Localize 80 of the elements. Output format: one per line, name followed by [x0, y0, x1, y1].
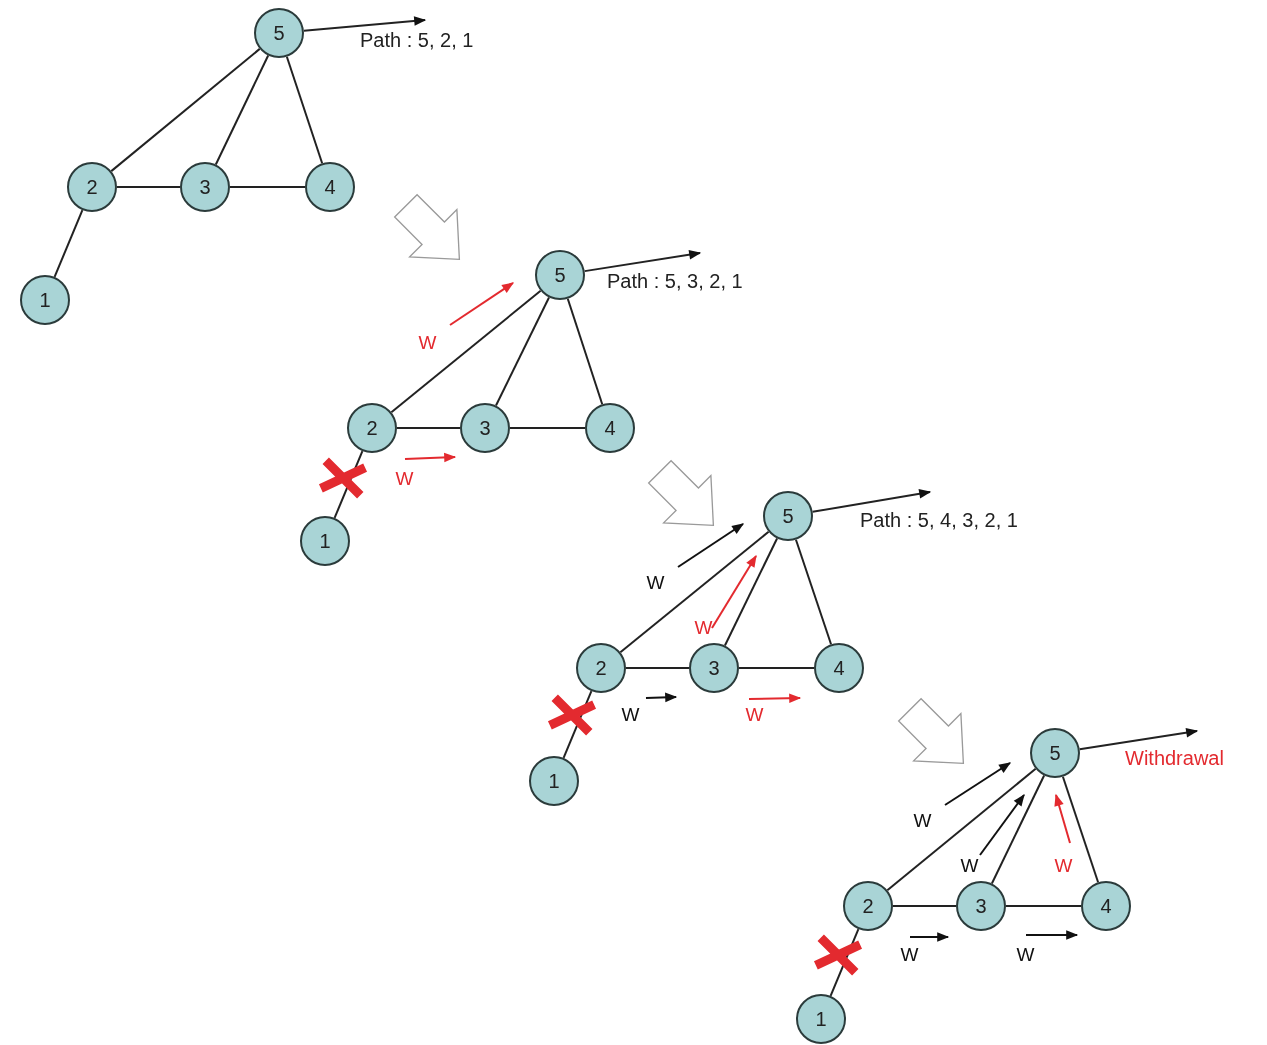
node-number: 1: [548, 769, 560, 793]
message-label: W: [900, 944, 918, 964]
link-line: [110, 47, 261, 173]
router-node: [535, 250, 585, 300]
router-node: [20, 275, 70, 325]
message-label: W: [745, 704, 763, 724]
node-number: 5: [782, 504, 794, 528]
router-node: [576, 643, 626, 693]
message-label: W: [646, 572, 664, 592]
router-node: [347, 403, 397, 453]
link-line: [53, 209, 84, 278]
router-node: [763, 491, 813, 541]
link-line: [794, 538, 833, 646]
node-number: 4: [604, 416, 616, 440]
node-number: 3: [199, 175, 211, 199]
message-label: W: [694, 617, 712, 637]
message-label: W: [1054, 855, 1072, 875]
link-line: [396, 427, 461, 429]
edge-label: Path : 5, 2, 1: [360, 30, 474, 50]
node-number: 4: [324, 175, 336, 199]
message-label: W: [621, 704, 639, 724]
link-line: [214, 54, 270, 166]
link-line: [625, 667, 690, 669]
node-number: 5: [273, 21, 285, 45]
edge-label: Path : 5, 3, 2, 1: [607, 271, 743, 291]
link-line: [229, 186, 306, 188]
message-label: W: [418, 332, 436, 352]
link-line: [509, 427, 586, 429]
node-number: 2: [86, 175, 98, 199]
node-number: 4: [1100, 894, 1112, 918]
router-node: [67, 162, 117, 212]
edge-label: Withdrawal: [1125, 748, 1224, 768]
router-node: [1081, 881, 1131, 931]
link-line: [619, 530, 770, 654]
link-line: [285, 55, 324, 165]
link-line: [495, 296, 550, 407]
router-node: [814, 643, 864, 693]
node-number: 4: [833, 656, 845, 680]
message-label: W: [395, 468, 413, 488]
node-number: 3: [708, 656, 720, 680]
node-number: 5: [554, 263, 566, 287]
node-number: 1: [815, 1007, 827, 1031]
link-line: [390, 289, 542, 414]
edge-label: Path : 5, 4, 3, 2, 1: [860, 510, 1018, 530]
node-number: 3: [479, 416, 491, 440]
arrow: [1078, 727, 1199, 751]
node-number: 5: [1049, 741, 1061, 765]
link-line: [116, 186, 181, 188]
node-number: 2: [862, 894, 874, 918]
arrow: [302, 16, 427, 32]
link-line: [1061, 775, 1100, 884]
node-number: 1: [319, 529, 331, 553]
message-label: W: [913, 810, 931, 830]
node-number: 2: [595, 656, 607, 680]
router-node: [460, 403, 510, 453]
link-line: [1005, 905, 1082, 907]
router-node: [585, 403, 635, 453]
router-node: [529, 756, 579, 806]
router-node: [796, 994, 846, 1044]
arrow: [583, 249, 702, 273]
link-line: [886, 767, 1037, 892]
link-line: [566, 297, 604, 406]
router-node: [254, 8, 304, 58]
message-label: W: [960, 855, 978, 875]
router-node: [1030, 728, 1080, 778]
link-line: [738, 667, 815, 669]
router-node: [843, 881, 893, 931]
link-line: [723, 537, 779, 647]
node-number: 3: [975, 894, 987, 918]
link-line: [990, 774, 1046, 885]
router-node: [956, 881, 1006, 931]
router-node: [689, 643, 739, 693]
router-node: [180, 162, 230, 212]
node-number: 1: [39, 288, 51, 312]
message-label: W: [1016, 944, 1034, 964]
node-number: 2: [366, 416, 378, 440]
arrow: [811, 489, 932, 513]
router-node: [300, 516, 350, 566]
router-node: [305, 162, 355, 212]
link-line: [892, 905, 957, 907]
